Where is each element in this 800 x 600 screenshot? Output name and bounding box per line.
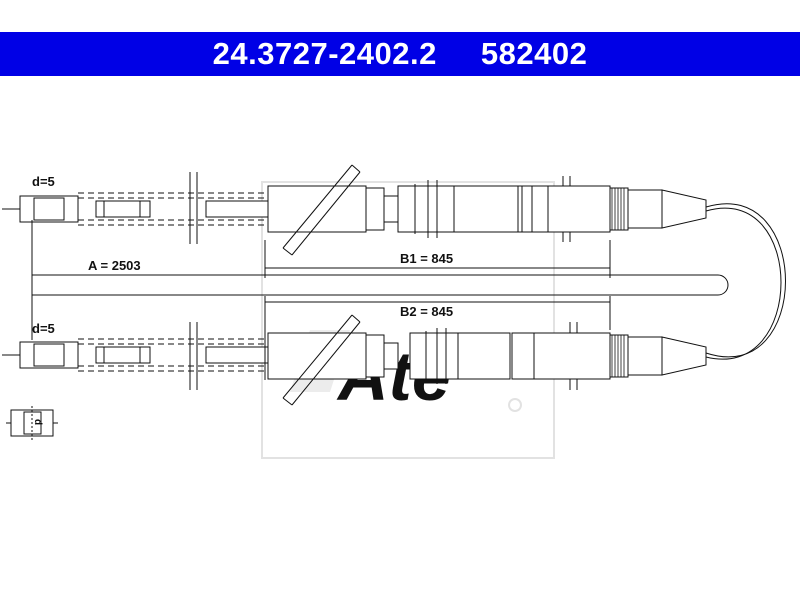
- diameter-label-top: d=5: [32, 174, 55, 189]
- length-a-label: A = 2503: [88, 258, 141, 273]
- length-b1-label: B1 = 845: [400, 251, 453, 266]
- watermark-registered: [508, 398, 522, 412]
- threaded-stud-top: [95, 200, 151, 218]
- end-cone-bottom: [661, 336, 707, 376]
- diameter-label-bottom: d=5: [32, 321, 55, 336]
- bracket-top: [291, 171, 361, 256]
- legend-d-label: d: [32, 419, 43, 425]
- length-b2-label: B2 = 845: [400, 304, 453, 319]
- end-cone-top: [661, 189, 707, 229]
- sleeve-bottom: [205, 346, 269, 364]
- title-bar: 24.3727-2402.2 582402: [0, 32, 800, 76]
- cable-top: [2, 164, 707, 256]
- cable-bottom: [2, 314, 707, 406]
- knurl-top: [609, 187, 629, 231]
- knurl-bottom: [609, 334, 629, 378]
- reference-number: 582402: [480, 36, 588, 71]
- part-number: 24.3727-2402.2: [212, 36, 437, 71]
- threaded-stud-bottom: [95, 346, 151, 364]
- diameter-legend: [6, 406, 58, 440]
- bracket-bottom: [291, 321, 361, 406]
- sheath-bottom: [267, 332, 367, 380]
- adjuster-bottom: [409, 332, 459, 380]
- dimension-a: [32, 274, 729, 296]
- adjuster-top: [397, 185, 455, 233]
- dimensions: [31, 220, 729, 380]
- sleeve-top: [205, 200, 269, 218]
- dashed-guides-bottom: [78, 338, 270, 372]
- connecting-cable: [705, 203, 786, 360]
- watermark-frame: [261, 181, 555, 459]
- end-fitting-top-inner: [33, 197, 65, 221]
- dashed-guides-top: [78, 192, 270, 226]
